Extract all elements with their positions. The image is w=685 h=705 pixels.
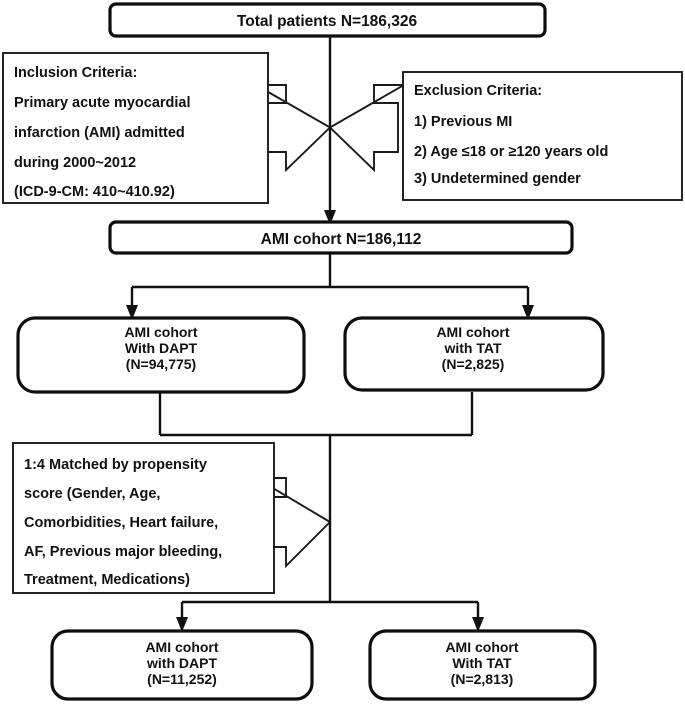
matching-line-3: Comorbidities, Heart failure, bbox=[24, 515, 218, 531]
inclusion-line-2: infarction (AMI) admitted bbox=[14, 125, 185, 141]
inclusion-line-4: (ICD-9-CM: 410~410.92) bbox=[14, 184, 175, 200]
node-total-patients-label: Total patients N=186,326 bbox=[237, 13, 418, 30]
exclusion-item-2: 2) Age ≤18 or ≥120 years old bbox=[414, 144, 608, 160]
matched-tat-line2: With TAT bbox=[452, 655, 512, 671]
node-inclusion-criteria[interactable]: Inclusion Criteria: Primary acute myocar… bbox=[2, 52, 269, 204]
exclusion-item-1: 1) Previous MI bbox=[414, 114, 512, 130]
cohort-tat-line3: (N=2,825) bbox=[442, 356, 505, 372]
matched-dapt-line2: with DAPT bbox=[146, 655, 217, 671]
matched-tat-line3: (N=2,813) bbox=[451, 671, 514, 687]
inclusion-line-3: during 2000~2012 bbox=[14, 155, 136, 171]
exclusion-heading: Exclusion Criteria: bbox=[414, 83, 542, 99]
inclusion-heading: Inclusion Criteria: bbox=[14, 65, 137, 81]
node-ami-cohort[interactable]: AMI cohort N=186,112 bbox=[108, 220, 574, 255]
node-matched-dapt[interactable]: AMI cohort with DAPT (N=11,252) bbox=[50, 629, 314, 701]
connector-matched-split bbox=[176, 600, 484, 632]
cohort-dapt-line1: AMI cohort bbox=[124, 324, 197, 340]
connector-cohorts-merge bbox=[158, 392, 474, 602]
matched-tat-line1: AMI cohort bbox=[445, 639, 518, 655]
inclusion-line-1: Primary acute myocardial bbox=[14, 95, 191, 111]
node-cohort-tat[interactable]: AMI cohort with TAT (N=2,825) bbox=[343, 316, 605, 392]
cohort-tat-line2: with TAT bbox=[443, 340, 501, 356]
node-exclusion-criteria[interactable]: Exclusion Criteria: 1) Previous MI 2) Ag… bbox=[402, 71, 683, 201]
connector-cohort-split bbox=[126, 253, 534, 320]
node-matching-criteria[interactable]: 1:4 Matched by propensity score (Gender,… bbox=[12, 442, 275, 594]
matched-dapt-line1: AMI cohort bbox=[145, 639, 218, 655]
node-ami-cohort-label: AMI cohort N=186,112 bbox=[261, 231, 422, 248]
cohort-dapt-line2: With DAPT bbox=[125, 340, 198, 356]
node-total-patients[interactable]: Total patients N=186,326 bbox=[108, 2, 547, 38]
matching-line-4: AF, Previous major bleeding, bbox=[24, 544, 222, 560]
matching-line-1: 1:4 Matched by propensity bbox=[24, 457, 207, 473]
exclusion-block-arrow bbox=[328, 84, 408, 173]
exclusion-item-3: 3) Undetermined gender bbox=[414, 171, 581, 187]
cohort-tat-line1: AMI cohort bbox=[436, 324, 509, 340]
matched-dapt-line3: (N=11,252) bbox=[147, 671, 217, 687]
node-cohort-dapt[interactable]: AMI cohort With DAPT (N=94,775) bbox=[16, 316, 306, 394]
matching-line-2: score (Gender, Age, bbox=[24, 486, 160, 502]
cohort-dapt-line3: (N=94,775) bbox=[126, 356, 196, 372]
node-matched-tat[interactable]: AMI cohort With TAT (N=2,813) bbox=[368, 629, 597, 701]
matching-line-5: Treatment, Medications) bbox=[24, 572, 190, 588]
connector-total-to-cohort bbox=[324, 36, 336, 225]
